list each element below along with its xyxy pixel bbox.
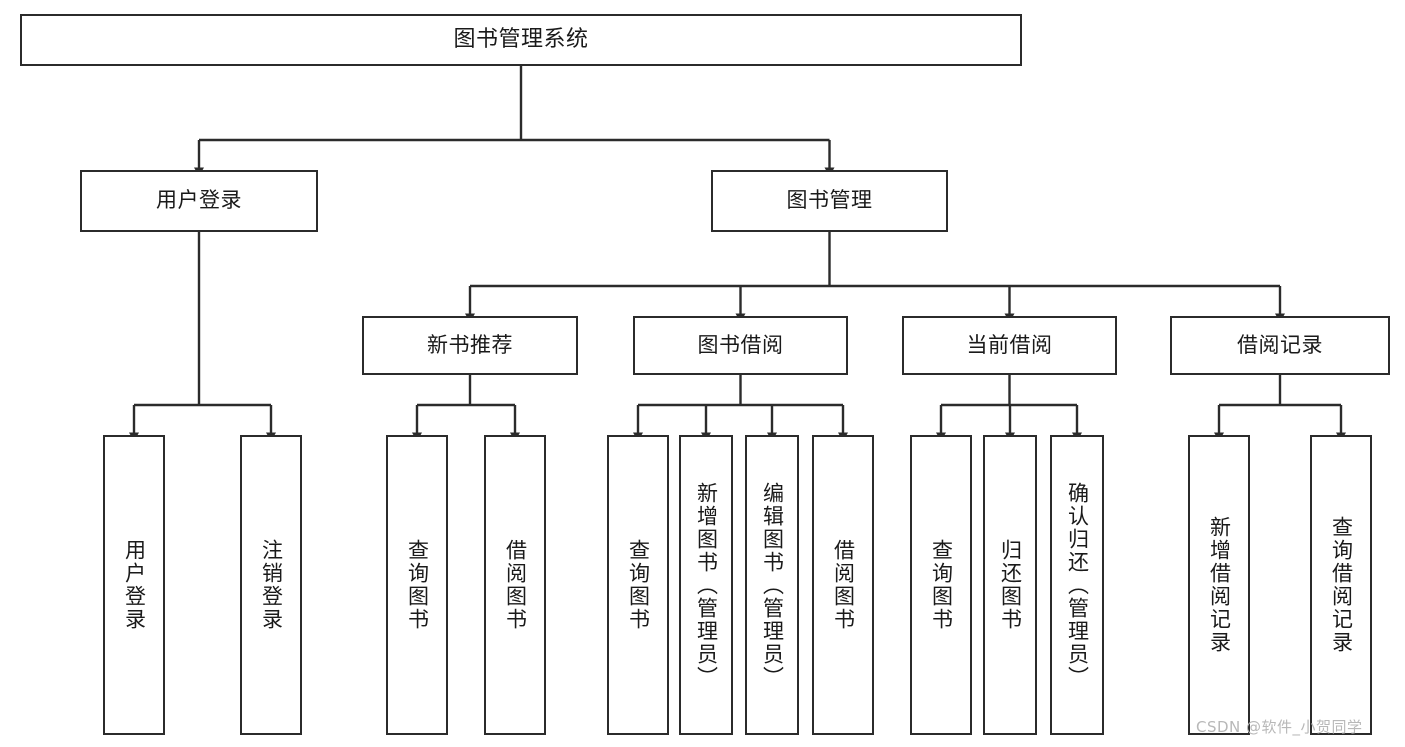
node-root-title[interactable]: 图书管理系统	[20, 14, 1022, 66]
node-current-borrow[interactable]: 当前借阅	[902, 316, 1117, 375]
node-label: 借阅图书	[503, 539, 528, 631]
node-label: 用户登录	[122, 539, 147, 631]
node-label: 查询图书	[626, 539, 651, 631]
node-user-login[interactable]: 用户登录	[80, 170, 318, 232]
node-book-borrow[interactable]: 图书借阅	[633, 316, 848, 375]
node-label: 图书借阅	[697, 332, 784, 357]
node-label: 借阅图书	[831, 539, 856, 631]
node-new-book-recommend[interactable]: 新书推荐	[362, 316, 578, 375]
node-label: 新增图书（管理员）	[694, 481, 719, 689]
node-leaf-logout[interactable]: 注销登录	[240, 435, 302, 735]
node-label: 新增借阅记录	[1207, 516, 1232, 654]
node-label: 图书管理	[786, 188, 873, 213]
node-leaf-borrow-book-1[interactable]: 借阅图书	[484, 435, 546, 735]
node-borrow-record[interactable]: 借阅记录	[1170, 316, 1390, 375]
node-leaf-confirm-return[interactable]: 确认归还（管理员）	[1050, 435, 1104, 735]
watermark: CSDN @软件_小贺同学	[1196, 718, 1363, 736]
node-label: 当前借阅	[966, 332, 1053, 357]
node-leaf-query-book-1[interactable]: 查询图书	[386, 435, 448, 735]
node-label: 确认归还（管理员）	[1065, 481, 1090, 689]
node-leaf-return-book[interactable]: 归还图书	[983, 435, 1037, 735]
node-leaf-query-book-3[interactable]: 查询图书	[910, 435, 972, 735]
node-label: 注销登录	[259, 539, 284, 631]
node-label: 查询借阅记录	[1329, 516, 1354, 654]
node-label: 新书推荐	[427, 332, 513, 357]
node-leaf-add-book[interactable]: 新增图书（管理员）	[679, 435, 733, 735]
node-label: 编辑图书（管理员）	[760, 481, 785, 689]
node-leaf-user-login[interactable]: 用户登录	[103, 435, 165, 735]
node-label: 归还图书	[998, 539, 1023, 631]
node-label: 用户登录	[156, 188, 242, 213]
node-leaf-edit-book[interactable]: 编辑图书（管理员）	[745, 435, 799, 735]
node-leaf-borrow-book-2[interactable]: 借阅图书	[812, 435, 874, 735]
node-label: 查询图书	[929, 539, 954, 631]
node-label: 借阅记录	[1237, 332, 1323, 357]
node-label: 图书管理系统	[453, 26, 589, 52]
node-label: 查询图书	[405, 539, 430, 631]
node-leaf-query-record[interactable]: 查询借阅记录	[1310, 435, 1372, 735]
node-book-manage[interactable]: 图书管理	[711, 170, 948, 232]
node-leaf-query-book-2[interactable]: 查询图书	[607, 435, 669, 735]
node-leaf-add-record[interactable]: 新增借阅记录	[1188, 435, 1250, 735]
